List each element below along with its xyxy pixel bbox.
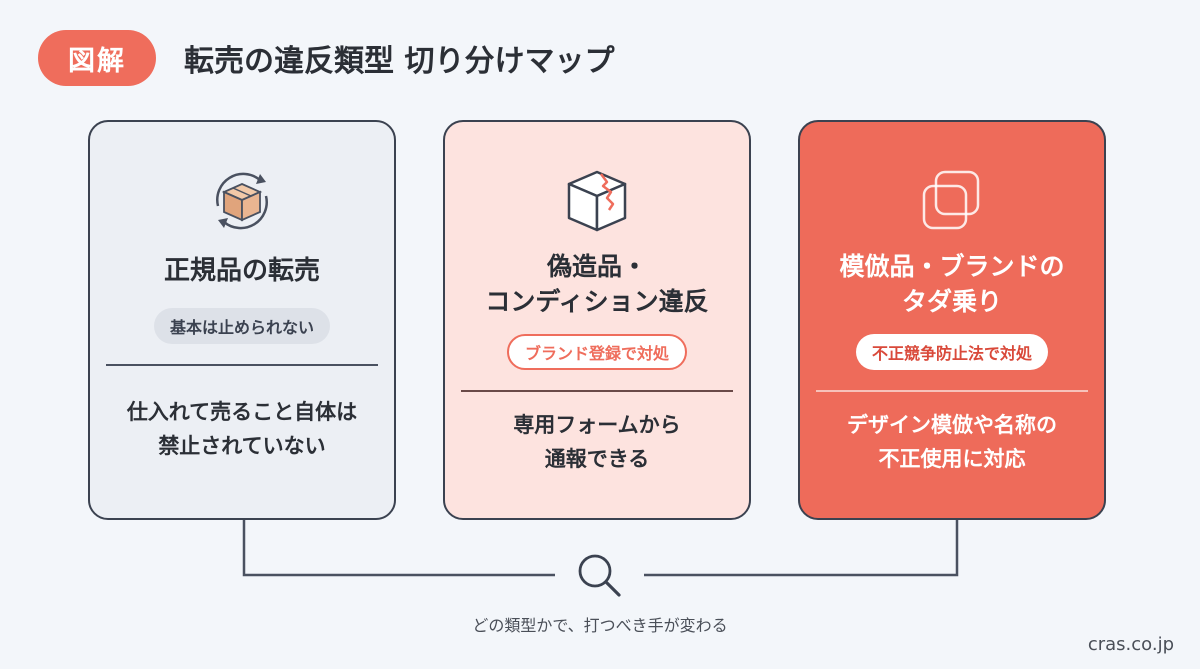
connector-left-line [242, 520, 555, 577]
card-description: 専用フォームから 通報できる [513, 413, 681, 471]
card-imitation: 模倣品・ブランドの タダ乗り 不正競争防止法で対処 デザイン模倣や名称の 不正使… [798, 120, 1106, 520]
card-description: デザイン模倣や名称の 不正使用に対応 [847, 413, 1057, 471]
copy-squares-icon [800, 140, 1104, 236]
card-description: 仕入れて売ること自体は 禁止されていない [126, 400, 358, 458]
site-credit: cras.co.jp [1087, 634, 1174, 655]
card-counterfeit: 偽造品・ コンディション違反 ブランド登録で対処 専用フォームから 通報できる [443, 120, 751, 520]
status-pill: ブランド登録で対処 [506, 334, 687, 370]
header: 図解 転売の違反類型 切り分けマップ [38, 30, 614, 86]
connector-caption: どの類型かで、打つべき手が変わる [472, 616, 728, 635]
box-cycle-icon [90, 140, 394, 236]
card-title: 偽造品・ コンディション違反 [485, 252, 709, 316]
card-genuine-resale: 正規品の転売 基本は止められない 仕入れて売ること自体は 禁止されていない [88, 120, 396, 520]
card-title: 模倣品・ブランドの タダ乗り [839, 252, 1065, 316]
divider [816, 390, 1088, 392]
broken-box-icon [445, 140, 749, 236]
divider [461, 390, 733, 392]
card-title: 正規品の転売 [163, 255, 320, 286]
zukai-badge: 図解 [38, 30, 156, 86]
connector-right-line [644, 520, 959, 577]
status-pill: 不正競争防止法で対処 [855, 334, 1048, 370]
page-title: 転売の違反類型 切り分けマップ [184, 44, 615, 79]
divider [106, 364, 378, 366]
magnifier-icon [578, 554, 621, 597]
status-pill: 基本は止められない [153, 308, 330, 344]
